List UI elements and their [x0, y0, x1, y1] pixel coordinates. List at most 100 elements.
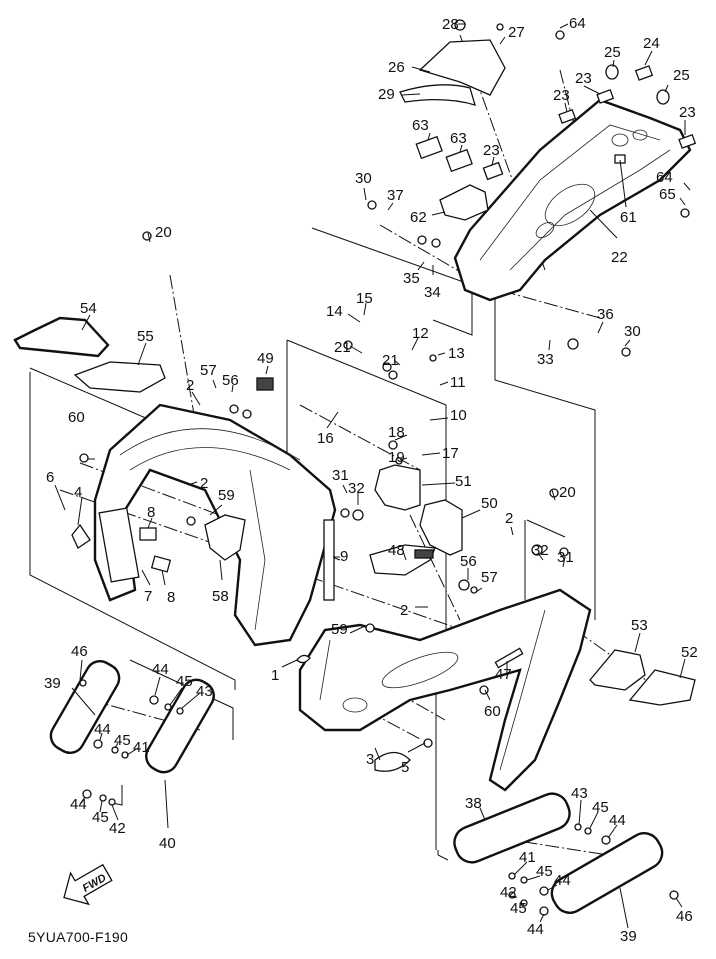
part-54-cover [13, 316, 110, 358]
part-55-plate [73, 361, 166, 393]
part-58-duct [204, 514, 246, 561]
callout-23: 23 [483, 142, 500, 159]
part-53-cover [589, 649, 646, 691]
part-23-pad [482, 161, 504, 181]
callout-7: 7 [144, 588, 152, 605]
callout-3: 3 [366, 751, 374, 768]
callout-35: 35 [403, 270, 420, 287]
callout-29: 29 [378, 86, 395, 103]
part-51-shield [374, 464, 421, 511]
part-47-rod [494, 647, 524, 669]
callout-42: 42 [500, 884, 517, 901]
part-8b-pad [150, 555, 172, 573]
callout-8: 8 [167, 589, 175, 606]
rear-frame-part-22 [453, 98, 692, 302]
callout-56: 56 [222, 372, 239, 389]
callout-21: 21 [334, 339, 351, 356]
part-29-bracket [399, 84, 476, 106]
callout-45: 45 [176, 673, 193, 690]
part-39b-plate [550, 832, 664, 914]
part-39a-plate [49, 659, 121, 755]
callout-40: 40 [159, 835, 176, 852]
callout-32: 32 [348, 480, 365, 497]
callout-60: 60 [68, 409, 85, 426]
callout-5: 5 [401, 759, 409, 776]
callout-36: 36 [597, 306, 614, 323]
callout-21: 21 [382, 352, 399, 369]
callout-20: 20 [155, 224, 172, 241]
part-50-shield [419, 499, 463, 556]
callout-16: 16 [317, 430, 334, 447]
callout-32: 32 [532, 542, 549, 559]
callout-50: 50 [481, 495, 498, 512]
part-26-stay [418, 39, 506, 96]
callout-31: 31 [557, 549, 574, 566]
callout-10: 10 [450, 407, 467, 424]
callout-28: 28 [442, 16, 459, 33]
callout-57: 57 [481, 569, 498, 586]
callout-59: 59 [218, 487, 235, 504]
diagram-code: 5YUA700-F190 [28, 929, 129, 945]
part-1-ring [296, 654, 311, 664]
callout-45: 45 [114, 732, 131, 749]
callout-13: 13 [448, 345, 465, 362]
callout-60: 60 [484, 703, 501, 720]
callout-64: 64 [656, 169, 673, 186]
callout-57: 57 [200, 362, 217, 379]
callout-45: 45 [510, 900, 527, 917]
callout-30: 30 [624, 323, 641, 340]
callout-62: 62 [410, 209, 427, 226]
callout-2: 2 [186, 377, 194, 394]
callout-39: 39 [44, 675, 61, 692]
leader-lines [54, 23, 691, 929]
callout-58: 58 [212, 588, 229, 605]
callout-1: 1 [271, 667, 279, 684]
callout-11: 11 [450, 374, 466, 391]
callout-52: 52 [681, 644, 698, 661]
callout-22: 22 [611, 249, 628, 266]
callout-49: 49 [257, 350, 274, 367]
callout-65: 65 [659, 186, 676, 203]
callout-56: 56 [460, 553, 477, 570]
lower-frame-body [298, 588, 592, 792]
callout-61: 61 [620, 209, 637, 226]
callout-8: 8 [147, 504, 155, 521]
callout-18: 18 [388, 424, 405, 441]
callout-34: 34 [424, 284, 441, 301]
callout-25: 25 [604, 44, 621, 61]
part-25a-grommet [605, 64, 619, 80]
callout-17: 17 [442, 445, 459, 462]
callout-45: 45 [592, 799, 609, 816]
callout-64: 64 [569, 15, 586, 32]
callout-46: 46 [676, 908, 693, 925]
callout-45: 45 [92, 809, 109, 826]
callout-43: 43 [571, 785, 588, 802]
part-49-connector [256, 377, 274, 391]
callout-41: 41 [519, 849, 536, 866]
callout-48: 48 [388, 542, 405, 559]
callout-25: 25 [673, 67, 690, 84]
part-52-cover [628, 669, 696, 706]
callout-23: 23 [575, 70, 592, 87]
callout-53: 53 [631, 617, 648, 634]
callout-59: 59 [331, 621, 348, 638]
fwd-direction-arrow: FWD [63, 863, 113, 906]
callout-42: 42 [109, 820, 126, 837]
part-8a-pad [139, 527, 157, 541]
callout-44: 44 [609, 812, 626, 829]
callout-31: 31 [332, 467, 349, 484]
part-24-block [634, 65, 654, 81]
callout-33: 33 [537, 351, 554, 368]
callout-2: 2 [505, 510, 513, 527]
part-4-film [71, 523, 91, 549]
callout-4: 4 [74, 484, 82, 501]
part-3-cap [374, 751, 411, 772]
callout-46: 46 [71, 643, 88, 660]
bolts [79, 19, 690, 916]
callout-27: 27 [508, 24, 525, 41]
callout-43: 43 [196, 683, 213, 700]
assembly-group-lines [29, 227, 596, 861]
callout-14: 14 [326, 303, 343, 320]
